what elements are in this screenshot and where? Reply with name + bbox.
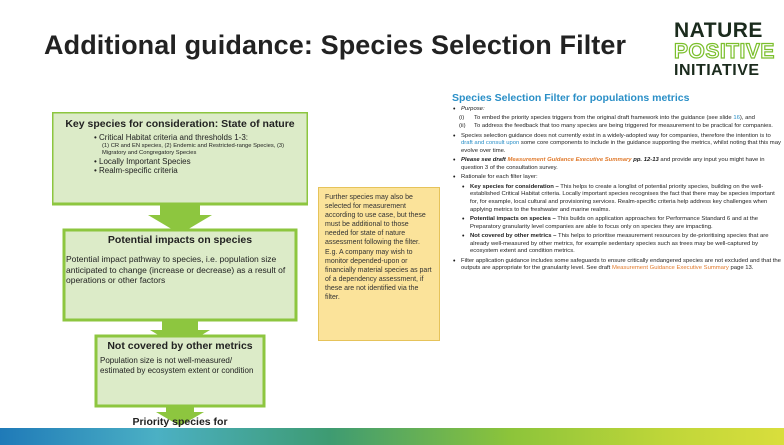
exec-summary-link-2[interactable]: Measurement Guidance Executive Summary xyxy=(611,265,729,272)
purpose-label: Purpose: xyxy=(461,106,485,112)
rationale-label: Rationale for each filter layer: xyxy=(461,174,538,181)
purpose-num-1: (i) xyxy=(459,114,465,121)
bullet-purpose: Purpose: xyxy=(452,106,782,114)
box1-item: • Realm-specific criteria xyxy=(94,166,178,176)
funnel-arrow-1 xyxy=(148,205,212,234)
see-draft-bold: Please see draft xyxy=(461,157,508,164)
bullet-guidance: Species selection guidance does not curr… xyxy=(452,133,782,156)
see-draft-rest: and provide any input you might have in … xyxy=(461,157,765,171)
bullet-rationale: Rationale for each filter layer: xyxy=(452,174,782,182)
box1-item-text: Critical Habitat criteria and thresholds… xyxy=(99,133,248,142)
bullet-see-draft: Please see draft Measurement Guidance Ex… xyxy=(452,157,782,172)
rationale-2-bold: Potential impacts on species – xyxy=(470,216,556,223)
purpose-text-1b: ), and xyxy=(739,114,755,121)
box1-list: • Critical Habitat criteria and threshol… xyxy=(52,133,308,176)
funnel-box-2 xyxy=(62,228,298,322)
bullet-guidance-a: Species selection guidance does not curr… xyxy=(461,132,771,139)
purpose-text-2: To address the feedback that too many sp… xyxy=(474,123,773,130)
box3-heading: Not covered by other metrics xyxy=(107,340,253,352)
rationale-1-bold: Key species for consideration – xyxy=(470,183,559,190)
draft-consult-link[interactable]: draft and consult upon xyxy=(461,140,520,147)
logo-line-2: POSITIVE xyxy=(673,40,775,63)
box1-heading: Key species for consideration: State of … xyxy=(65,118,295,130)
guidance-panel: Species Selection Filter for populations… xyxy=(452,92,782,273)
nature-positive-logo: NATURE POSITIVE INITIATIVE xyxy=(673,19,784,79)
purpose-text-1a: To embed the priority species triggers f… xyxy=(474,114,734,121)
slide-16-link[interactable]: 16 xyxy=(733,114,740,121)
rationale-3-bold: Not covered by other metrics – xyxy=(470,233,557,240)
filter-app-a: Filter application guidance includes som… xyxy=(461,257,781,272)
rationale-item-2: Potential impacts on species – This buil… xyxy=(452,216,782,231)
bullet-guidance-b: some core components to include in the g… xyxy=(461,140,781,154)
gradient-footer-bar xyxy=(0,428,784,445)
rationale-1-text: This helps to create a longlist of poten… xyxy=(470,183,775,213)
see-draft-pages: pp. 12-13 xyxy=(631,157,659,164)
exec-summary-link-1[interactable]: Measurement Guidance Executive Summary xyxy=(507,157,632,164)
funnel-box-1 xyxy=(52,112,308,206)
panel-body: Purpose: (i) To embed the priority specie… xyxy=(452,106,782,273)
box1-item-detail: (1) CR and EN species, (2) Endemic and R… xyxy=(102,142,285,156)
box1-item: • Locally Important Species xyxy=(94,156,191,166)
box2-body: Potential impact pathway to species, i.e… xyxy=(66,254,286,286)
panel-title: Species Selection Filter for populations… xyxy=(452,92,690,104)
filter-app-b: page 13. xyxy=(728,265,754,272)
purpose-num-2: (ii) xyxy=(459,123,466,130)
rationale-item-1: Key species for consideration – This hel… xyxy=(452,184,782,214)
bullet-filter-application: Filter application guidance includes som… xyxy=(452,258,782,273)
box3-body: Population size is not well-measured/ es… xyxy=(100,356,254,375)
species-filter-funnel: Key species for consideration: State of … xyxy=(52,112,308,440)
box1-item-text: Realm-specific criteria xyxy=(99,166,178,176)
funnel-box-2-content: Potential impacts on species Potential i… xyxy=(66,234,294,286)
purpose-item-1: (i) To embed the priority species trigger… xyxy=(452,115,782,123)
box2-heading: Potential impacts on species xyxy=(107,234,253,246)
funnel-shapes xyxy=(52,112,308,426)
funnel-box-1-content: Key species for consideration: State of … xyxy=(52,118,308,176)
additional-species-note: Further species may also be selected for… xyxy=(318,187,440,341)
logo-line-1: NATURE xyxy=(674,19,763,42)
rationale-3-text: This helps to prioritise measurement res… xyxy=(470,233,769,255)
purpose-item-2: (ii) To address the feedback that too man… xyxy=(452,123,782,131)
funnel-box-3-content: Not covered by other metrics Population … xyxy=(100,340,260,376)
rationale-item-3: Not covered by other metrics – This help… xyxy=(452,233,782,256)
box1-item: • Critical Habitat criteria and threshol… xyxy=(94,133,248,142)
slide-title: Additional guidance: Species Selection F… xyxy=(44,30,627,60)
logo-line-3: INITIATIVE xyxy=(674,62,760,79)
rationale-2-text: This builds on application approaches fo… xyxy=(470,216,759,230)
box1-item-text: Locally Important Species xyxy=(99,156,191,166)
funnel-arrow-3 xyxy=(156,406,204,426)
